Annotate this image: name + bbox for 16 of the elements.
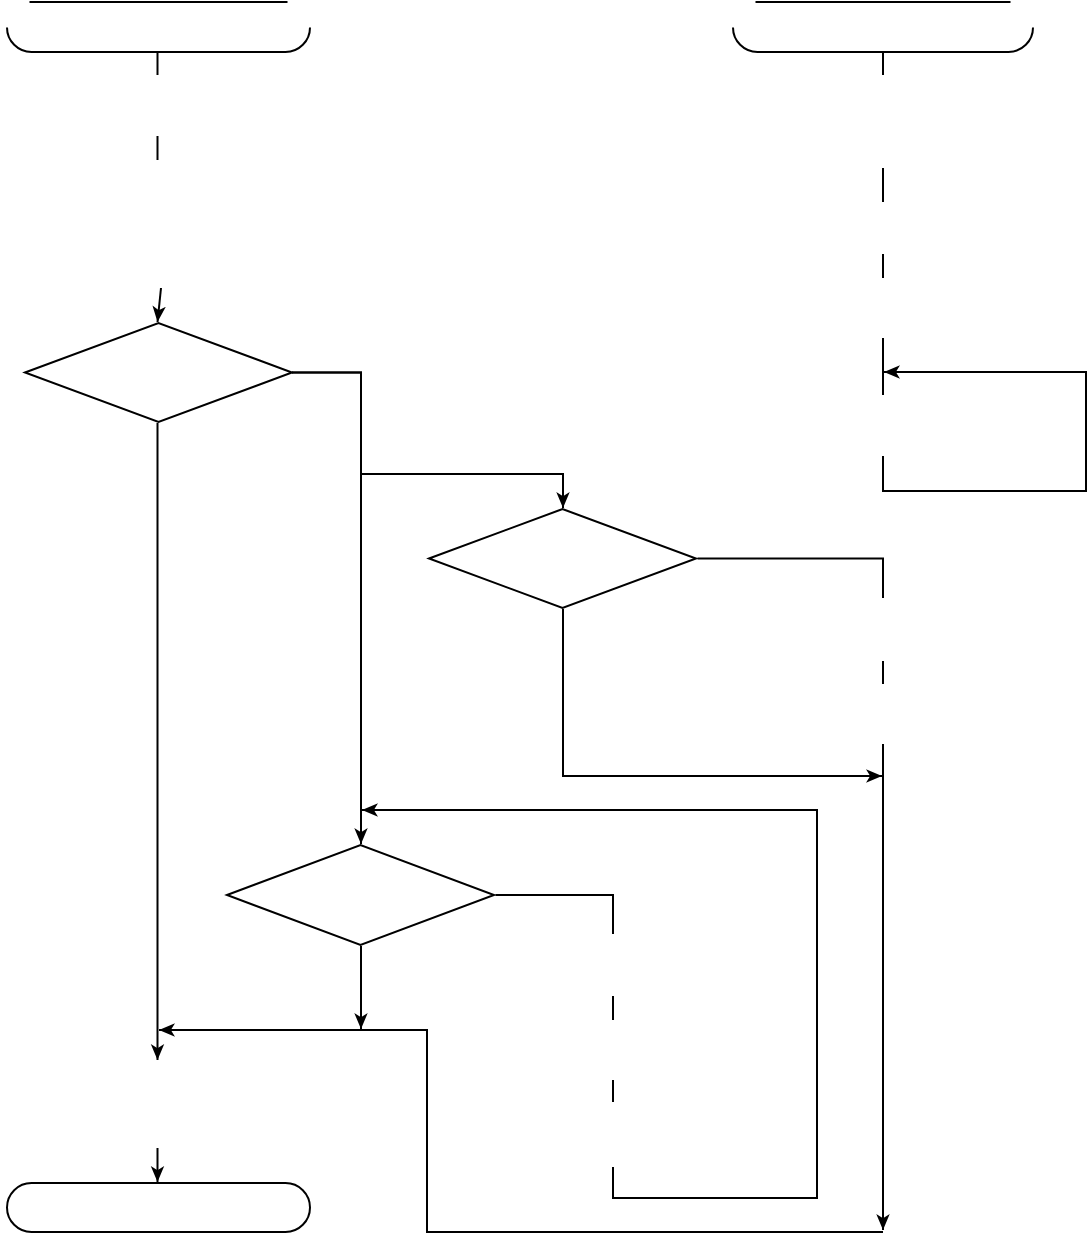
connector-line — [156, 51, 159, 76]
connector-line — [882, 51, 884, 76]
terminal-symbol — [732, 1, 1034, 52]
arrow — [150, 422, 165, 1061]
arrow — [562, 608, 883, 783]
terminal-symbol — [5, 1, 310, 52]
connector-line — [494, 894, 614, 935]
decision-diamond — [226, 844, 496, 946]
connector-line — [696, 557, 884, 599]
terminal-symbol — [5, 1182, 310, 1233]
decision-diamond — [428, 508, 698, 609]
arrow — [150, 1147, 165, 1183]
arrow — [291, 371, 368, 845]
decision-diamond — [23, 322, 292, 423]
arrow — [152, 287, 166, 323]
arrow — [354, 945, 368, 1030]
